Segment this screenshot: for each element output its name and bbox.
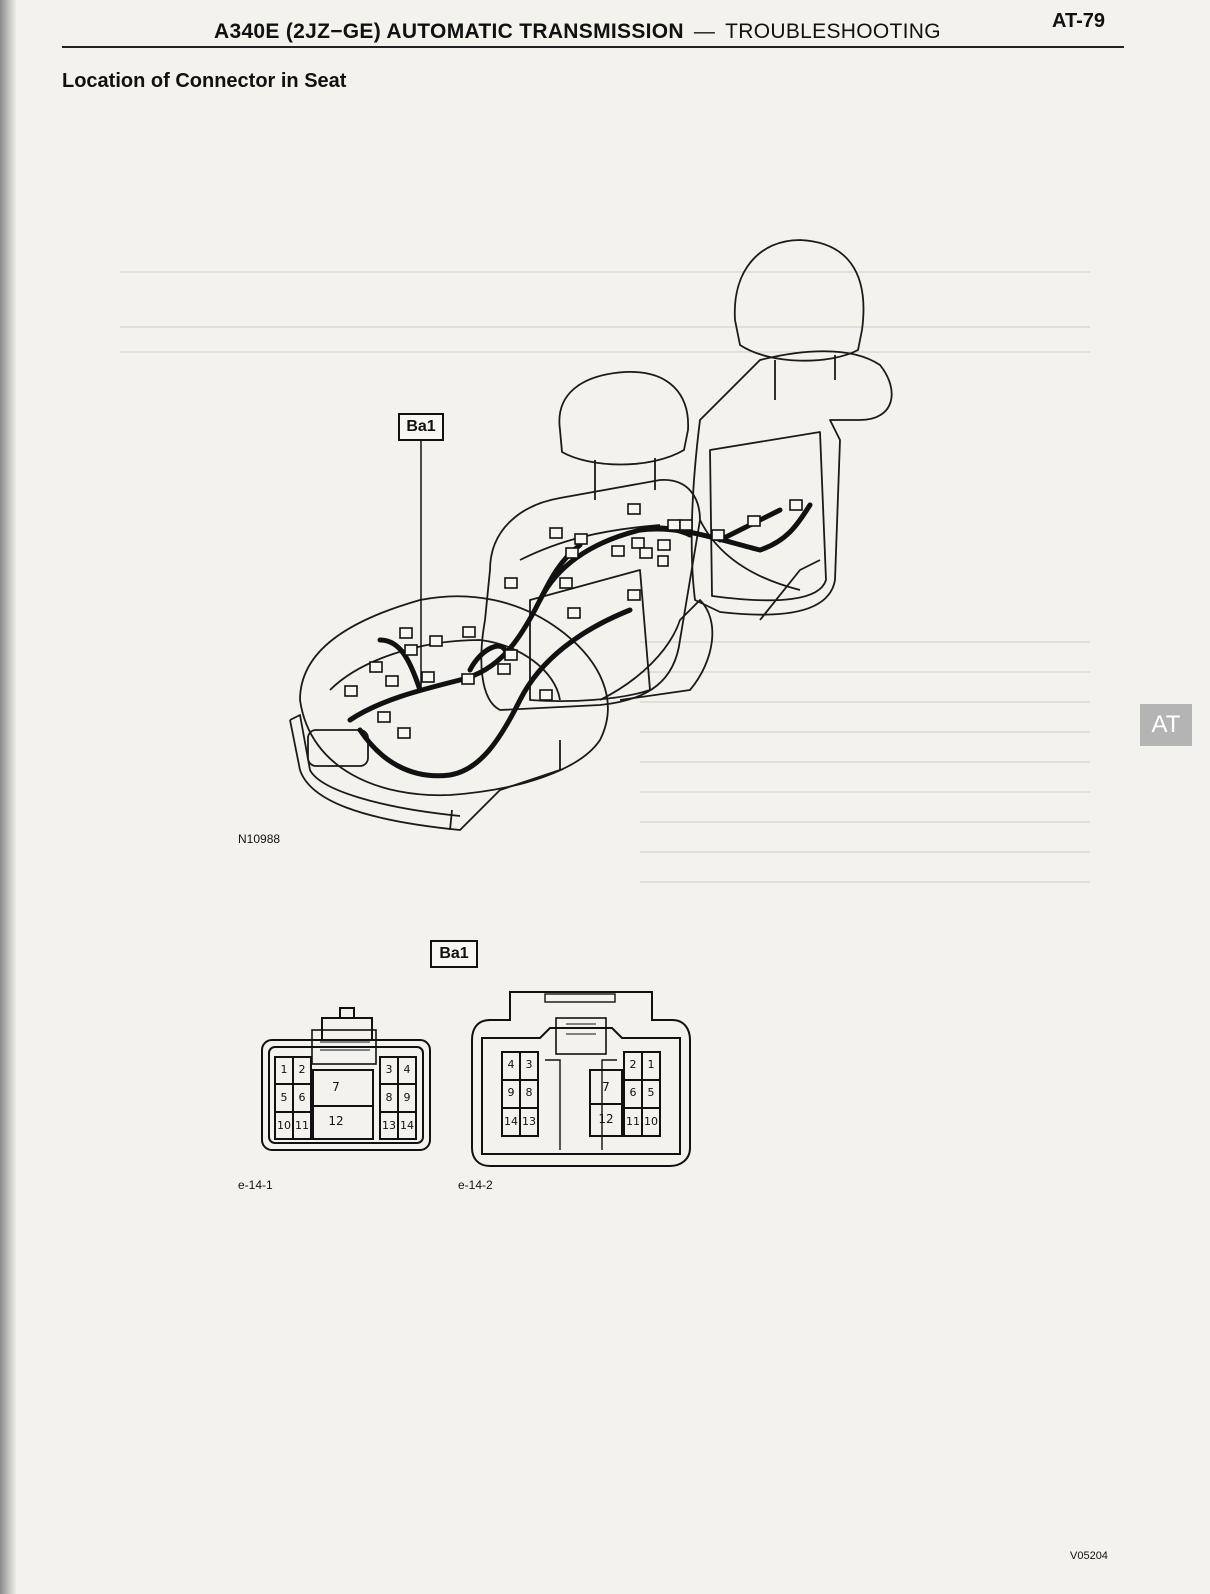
pin-13: 13 (522, 1115, 536, 1128)
page-header: A340E (2JZ−GE) AUTOMATIC TRANSMISSION — TR… (214, 20, 941, 44)
bleed-through (110, 82, 1110, 982)
header-title: A340E (2JZ−GE) AUTOMATIC TRANSMISSION (214, 20, 684, 43)
pin-7: 7 (332, 1080, 340, 1094)
pin-9: 9 (507, 1086, 515, 1099)
connector-right-code: e-14-2 (458, 1178, 493, 1192)
figure-code: N10988 (238, 832, 281, 846)
pin-3: 3 (525, 1058, 533, 1071)
pin-6: 6 (298, 1091, 306, 1104)
header-subtitle: TROUBLESHOOTING (725, 20, 941, 43)
pin-5: 5 (280, 1091, 288, 1104)
pin-3: 3 (385, 1063, 393, 1076)
bleed-through-lines (120, 271, 1090, 883)
ba1-callout-label: Ba1 (398, 413, 444, 441)
pin-14: 14 (400, 1119, 414, 1132)
pin-5: 5 (647, 1086, 655, 1099)
section-tab-at: AT (1140, 704, 1192, 746)
connector-e-14-2-drawing (471, 991, 691, 1167)
pin-8: 8 (525, 1086, 533, 1099)
pin-1: 1 (647, 1058, 655, 1071)
pin-12: 12 (328, 1114, 344, 1128)
header-separator: — (693, 20, 716, 43)
footer-code: V05204 (1070, 1550, 1108, 1562)
connector-section-label: Ba1 (430, 940, 478, 968)
pin-11: 11 (295, 1119, 309, 1132)
pin-6: 6 (629, 1086, 637, 1099)
pin-9: 9 (403, 1091, 411, 1104)
connector-left-code: e-14-1 (238, 1178, 273, 1192)
pin-7: 7 (602, 1080, 610, 1094)
pin-4: 4 (507, 1058, 515, 1071)
pin-12: 12 (598, 1112, 614, 1126)
pin-11: 11 (626, 1115, 640, 1128)
pin-10: 10 (277, 1119, 291, 1132)
header-rule (62, 46, 1124, 48)
page-number: AT-79 (1052, 10, 1105, 32)
pin-14: 14 (504, 1115, 518, 1128)
pin-2: 2 (629, 1058, 637, 1071)
connector-e-14-1-drawing (261, 1007, 431, 1151)
pin-13: 13 (382, 1119, 396, 1132)
pin-10: 10 (644, 1115, 658, 1128)
pin-8: 8 (385, 1091, 393, 1104)
page-edge-shadow (0, 0, 16, 1594)
pin-1: 1 (280, 1063, 288, 1076)
pin-2: 2 (298, 1063, 306, 1076)
pin-4: 4 (403, 1063, 411, 1076)
section-heading: Location of Connector in Seat (62, 70, 347, 92)
